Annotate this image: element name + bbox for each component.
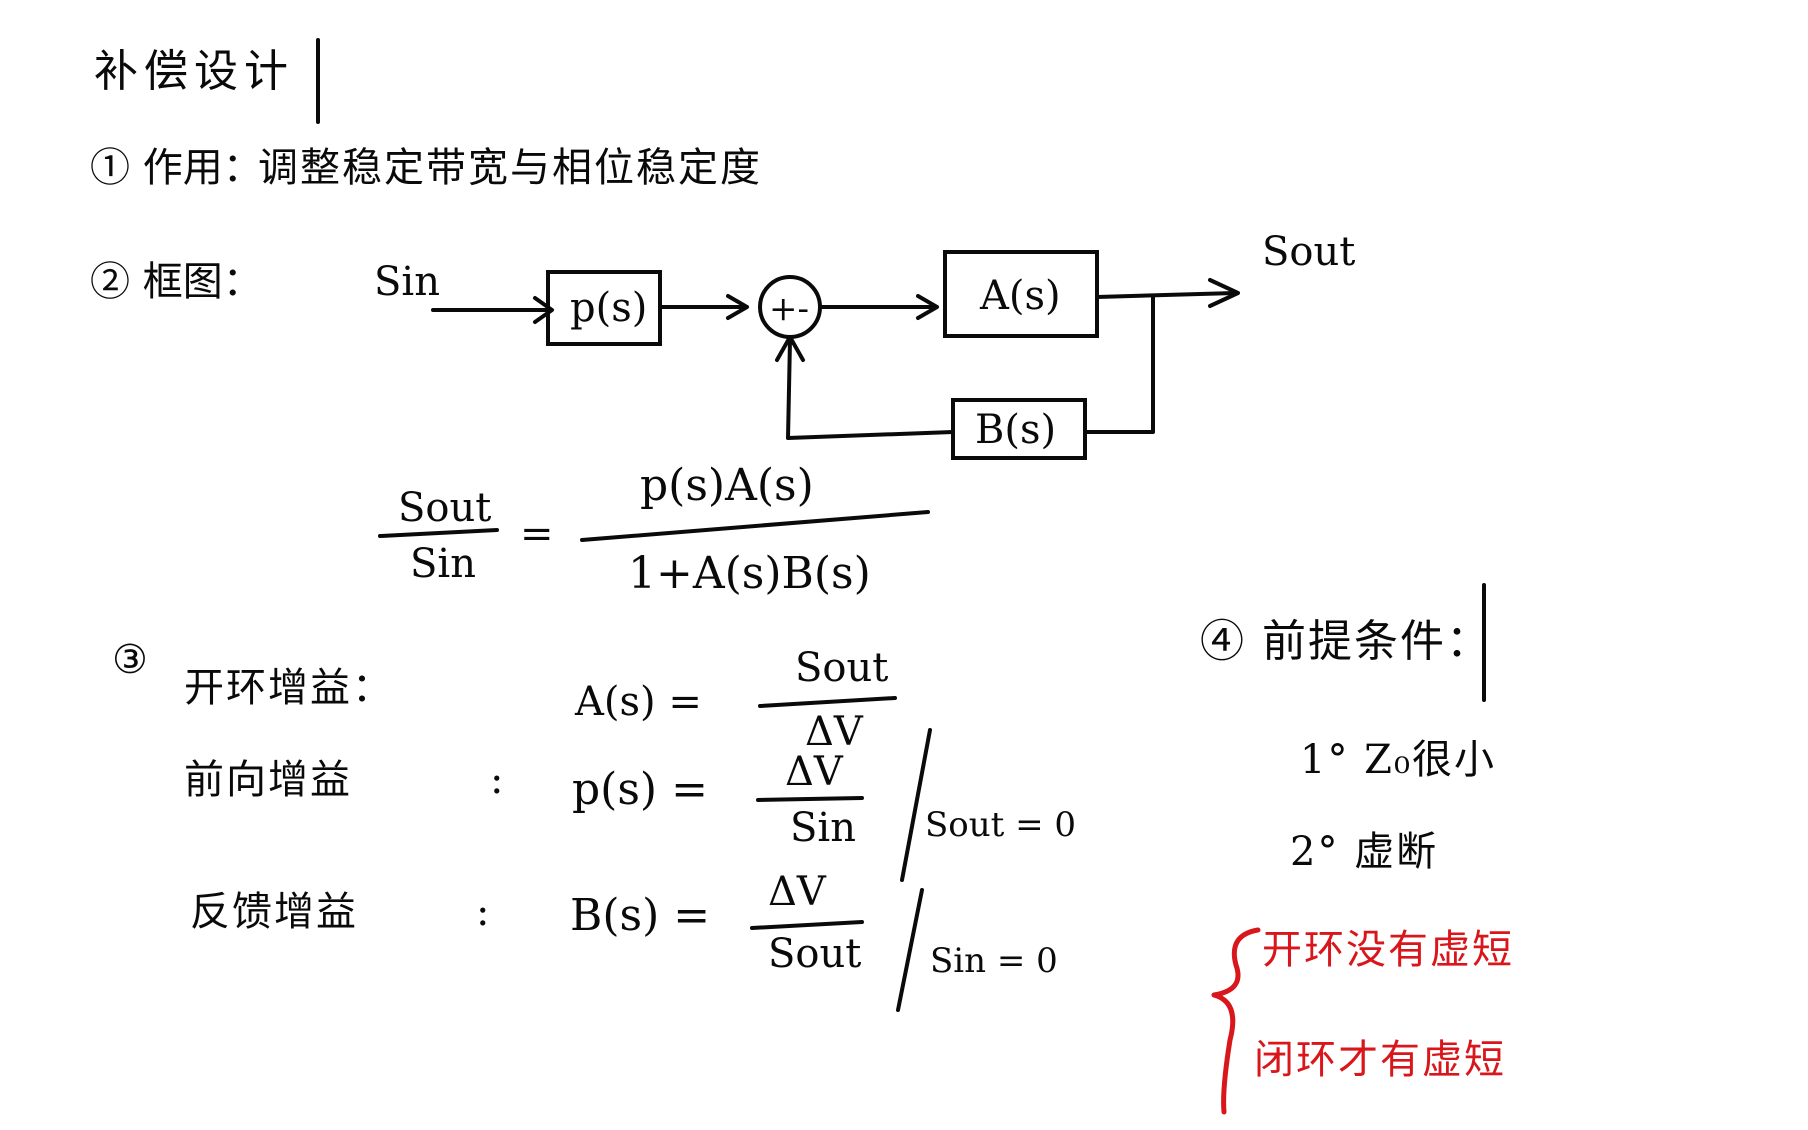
row3-eval-bar	[896, 888, 924, 1012]
row3-num: ΔV	[768, 869, 826, 915]
row2-eval-bar	[900, 728, 932, 882]
block-p-label: p(s)	[570, 285, 648, 331]
block-a-label: A(s)	[980, 273, 1061, 319]
sum-signs: +-	[769, 289, 809, 329]
feedback-wire-left	[786, 338, 955, 440]
row2-cond: Sout = 0	[925, 805, 1077, 845]
row2-colon: :	[490, 757, 504, 803]
block-a	[943, 250, 1099, 338]
row2-lhs: p(s) =	[572, 764, 708, 815]
row1-name: 开环增益：	[184, 665, 394, 711]
row1-frac-bar	[758, 696, 897, 708]
note-open-loop: 开环没有虚短	[1262, 927, 1514, 973]
transfer-rhs-den: 1+A(s)B(s)	[628, 548, 871, 599]
row2-num: ΔV	[785, 749, 843, 795]
diagram-input-label: Sin	[374, 259, 440, 305]
row2-name: 前向增益	[184, 757, 352, 803]
item2-label: ② 框图：	[90, 259, 263, 305]
row3-den: Sout	[768, 931, 862, 977]
item1-text: 调整稳定带宽与相位稳定度	[258, 145, 762, 191]
row1-lhs: A(s) =	[575, 679, 702, 725]
transfer-lhs-den: Sin	[410, 541, 476, 587]
arrowhead-out	[1208, 278, 1240, 308]
row3-lhs: B(s) =	[570, 890, 711, 941]
row2-den: Sin	[790, 805, 856, 851]
block-b	[951, 398, 1087, 460]
row1-den: ΔV	[805, 709, 863, 755]
arrowhead-sin	[533, 296, 554, 324]
row2-frac-bar	[756, 796, 864, 802]
page-title: 补偿设计	[94, 46, 294, 97]
diagram-output-label: Sout	[1262, 229, 1356, 275]
row3-cond: Sin = 0	[930, 941, 1058, 981]
row3-colon: :	[476, 889, 490, 935]
item1-label: ① 作用：	[90, 145, 263, 191]
row3-frac-bar	[750, 920, 864, 930]
cond-2: 2° 虚断	[1290, 829, 1439, 875]
arrow-a-to-out	[1095, 291, 1237, 299]
arrowhead-sum	[916, 294, 939, 320]
cond-1: 1° Z₀很小	[1300, 737, 1496, 783]
transfer-rhs-num: p(s)A(s)	[640, 460, 814, 511]
item4-label: ④ 前提条件：	[1200, 616, 1492, 667]
note-closed-loop: 闭环才有虚短	[1254, 1037, 1506, 1083]
transfer-lhs-num: Sout	[398, 485, 492, 531]
arrowhead-feedback	[775, 335, 805, 362]
lhs-frac-bar	[378, 528, 499, 538]
row3-name: 反馈增益	[190, 889, 358, 935]
item3-label: ③	[112, 637, 148, 683]
block-b-label: B(s)	[975, 407, 1057, 453]
red-brace	[1211, 927, 1261, 1115]
row1-num: Sout	[795, 645, 889, 691]
feedback-wire-right	[1083, 294, 1155, 434]
transfer-equals: =	[520, 511, 554, 557]
rhs-frac-bar	[580, 510, 930, 542]
arrowhead-p	[726, 294, 749, 320]
